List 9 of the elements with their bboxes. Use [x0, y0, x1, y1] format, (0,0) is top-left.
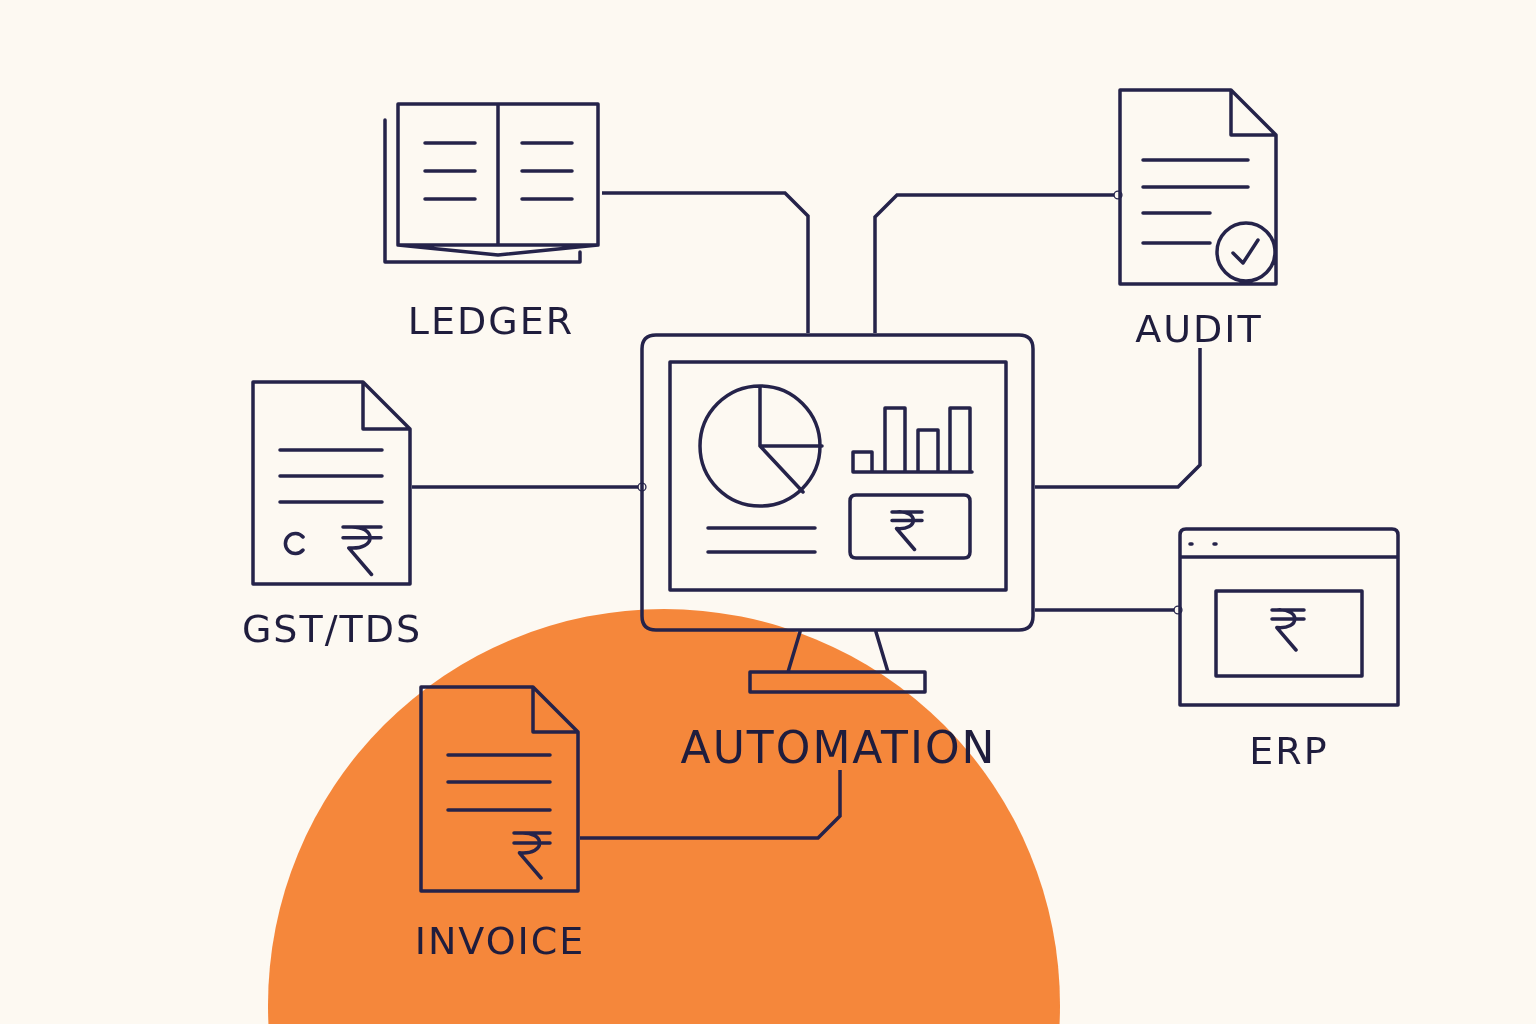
connector-line [412, 482, 647, 492]
connector-line [580, 770, 842, 840]
connector-line [1035, 348, 1202, 489]
node-label: GST/TDS [241, 610, 423, 648]
node-label: AUDIT [1135, 310, 1263, 348]
connector-line [602, 191, 810, 333]
node-label: LEDGER [407, 302, 575, 340]
node-label: INVOICE [414, 922, 586, 960]
node-label: ERP [1249, 732, 1329, 770]
